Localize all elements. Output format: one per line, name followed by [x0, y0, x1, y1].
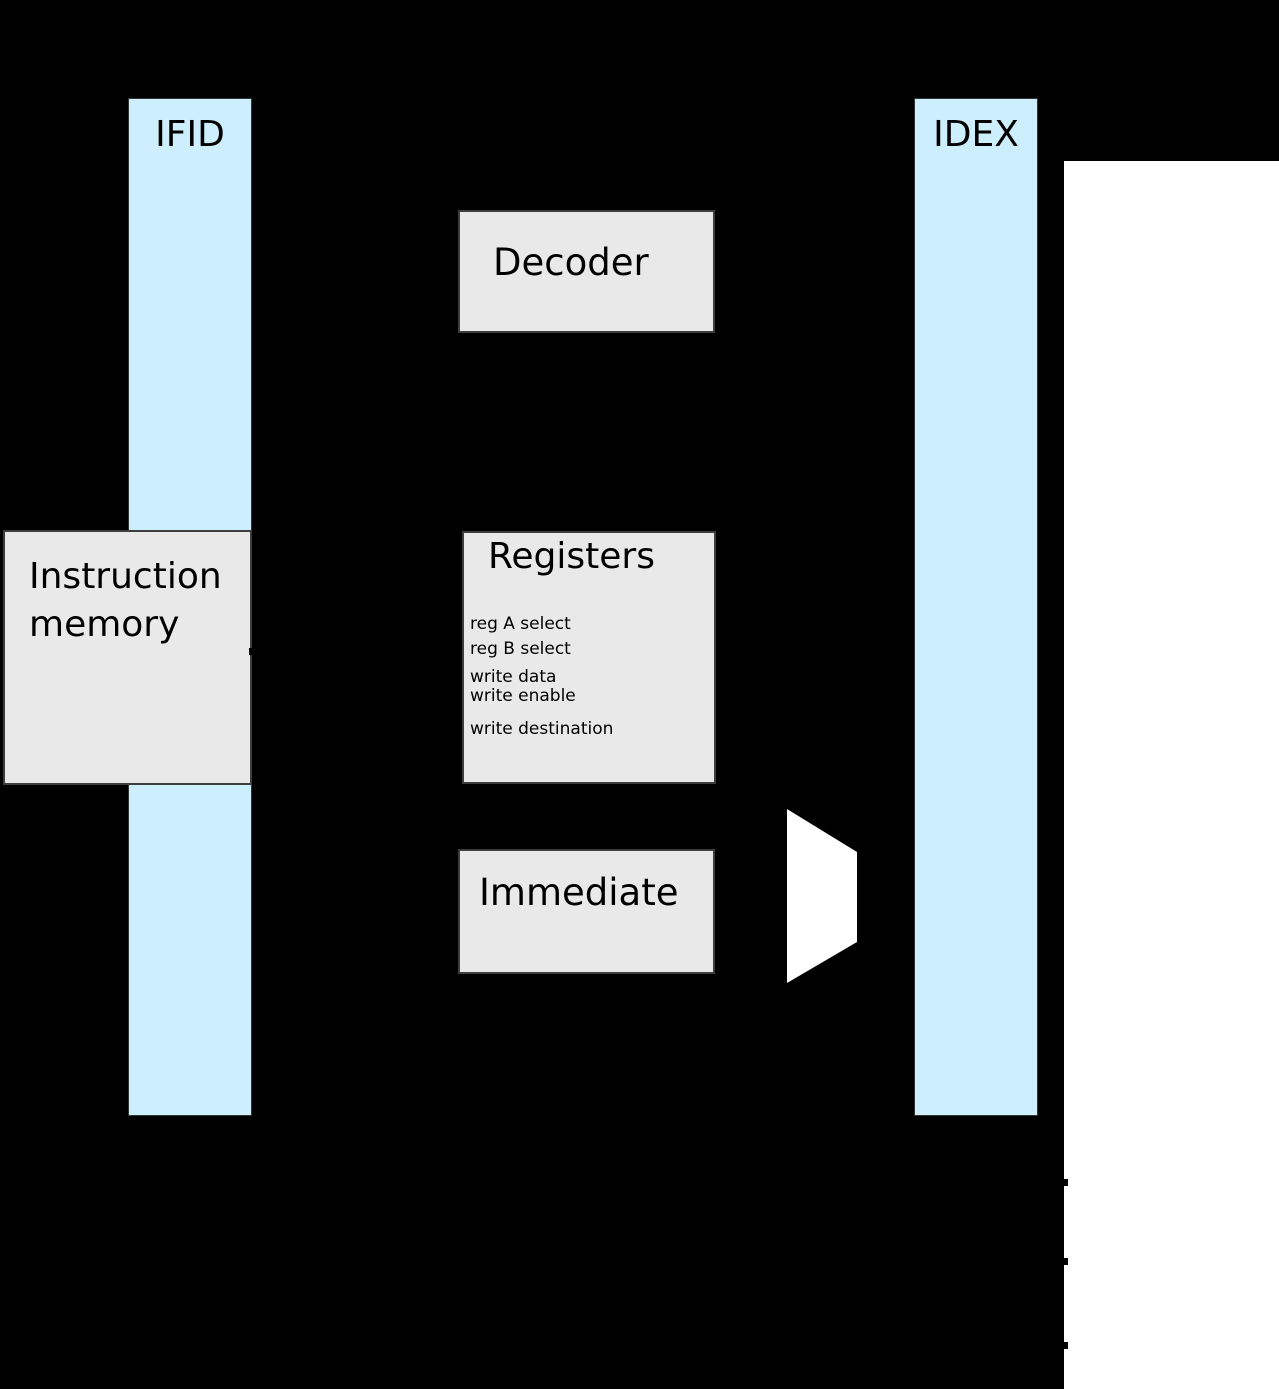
- port-label-write-destination: write destination: [470, 719, 614, 739]
- immediate-block: Immediate: [458, 849, 715, 974]
- instruction-memory-title: Instruction memory: [29, 556, 222, 645]
- idex-pipeline-register-bar: IDEX: [914, 98, 1038, 1116]
- decoder-block: Decoder: [458, 210, 715, 333]
- wire-stub-2: [1064, 1258, 1068, 1265]
- port-label-reg-a-select: reg A select: [470, 614, 571, 634]
- wire-stub-1: [1064, 1179, 1068, 1186]
- registers-title: Registers: [488, 536, 655, 577]
- ifid-label: IFID: [155, 114, 225, 155]
- wire-stub-3: [1064, 1342, 1068, 1349]
- port-label-write-enable: write enable: [470, 686, 576, 706]
- decoder-title: Decoder: [493, 241, 649, 284]
- mux-icon: [787, 809, 857, 983]
- idex-label: IDEX: [933, 114, 1019, 155]
- registers-block: Registers reg A select reg B select writ…: [462, 531, 716, 784]
- port-label-write-data: write data: [470, 667, 557, 687]
- instruction-memory-block: Instruction memory: [3, 530, 252, 785]
- port-label-reg-b-select: reg B select: [470, 639, 571, 659]
- wire-stub-instruction-memory: [249, 648, 254, 655]
- immediate-title: Immediate: [479, 871, 679, 914]
- next-stage-white-background: [1064, 161, 1279, 1389]
